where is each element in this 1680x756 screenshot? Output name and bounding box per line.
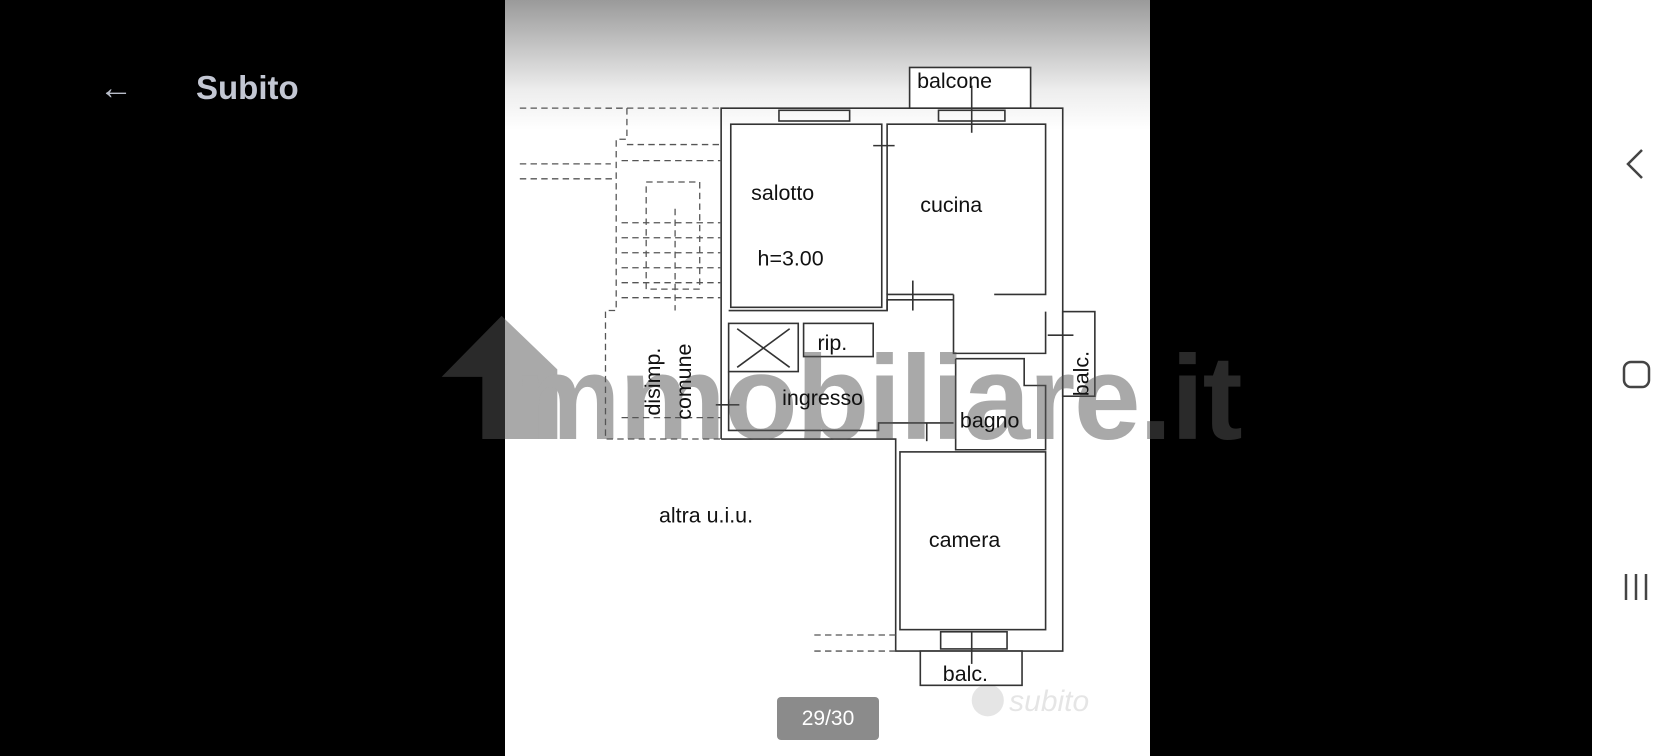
label-height: h=3.00 <box>758 247 824 271</box>
stairs-dashed <box>519 107 896 652</box>
back-button[interactable]: ← <box>96 66 136 110</box>
label-comune: comune <box>672 344 696 420</box>
recents-icon <box>1624 574 1648 600</box>
nav-recents-button[interactable] <box>1592 557 1680 617</box>
svg-text:immobiliare.it: immobiliare.it <box>482 331 1242 465</box>
label-bagno: bagno <box>960 408 1020 432</box>
label-ingresso: ingresso <box>782 386 863 410</box>
nav-home-button[interactable] <box>1592 345 1680 405</box>
chevron-left-icon <box>1626 149 1643 179</box>
app-header: ← Subito <box>0 0 505 180</box>
label-rip: rip. <box>818 331 848 355</box>
label-altra-uiu: altra u.i.u. <box>659 504 753 528</box>
watermark-subito: subito <box>971 684 1089 718</box>
svg-text:subito: subito <box>1009 685 1089 718</box>
nav-back-button[interactable] <box>1592 134 1680 194</box>
room-labels: balcone salotto h=3.00 cucina rip. disim… <box>641 69 1093 686</box>
label-disimp: disimp. <box>641 348 665 416</box>
watermark-immobiliare: immobiliare.it <box>441 315 1243 465</box>
label-balcone: balcone <box>917 69 992 93</box>
label-camera: camera <box>929 528 1000 552</box>
walls <box>715 66 1096 687</box>
system-navbar <box>1592 0 1680 756</box>
label-salotto: salotto <box>751 181 814 205</box>
label-balc-bottom: balc. <box>943 662 988 686</box>
app-title: Subito <box>196 69 299 106</box>
label-cucina: cucina <box>920 193 982 217</box>
image-counter: 29/30 <box>777 697 879 740</box>
home-square-icon <box>1622 360 1651 389</box>
arrow-left-icon: ← <box>99 69 133 107</box>
label-balc-right: balc. <box>1069 351 1093 396</box>
